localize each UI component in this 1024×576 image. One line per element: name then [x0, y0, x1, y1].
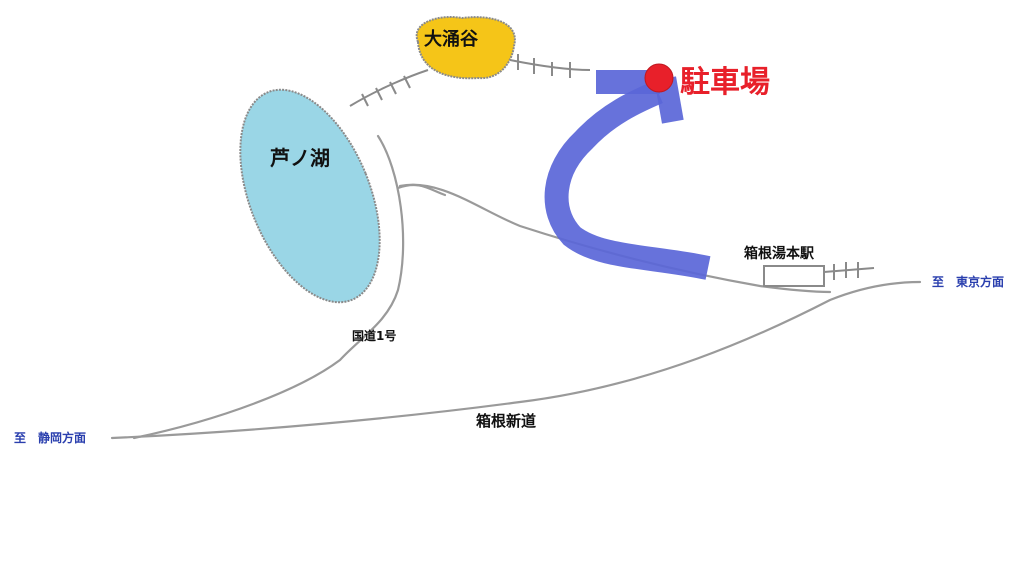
hakone-yumoto-station: [763, 262, 875, 287]
ropeway-line-right: [509, 54, 591, 78]
route1-label: 国道1号: [352, 328, 396, 343]
hakone-yumoto-station-label: 箱根湯本駅: [744, 245, 815, 262]
parking-marker-icon: [644, 63, 674, 93]
hakone-shindo-label: 箱根新道: [476, 412, 536, 430]
ropeway-line-left: [349, 69, 429, 107]
to-tokyo-label: 至 東京方面: [932, 274, 1004, 289]
owakudani-label: 大涌谷: [424, 28, 479, 50]
owakudani-area: [415, 16, 516, 80]
parking-label: 駐車場: [680, 65, 770, 100]
lake-ashi: [239, 88, 381, 304]
to-shizuoka-label: 至 静岡方面: [14, 430, 86, 445]
hakone-shindo-road: [110, 280, 922, 440]
lake-ashi-label: 芦ノ湖: [270, 146, 330, 170]
